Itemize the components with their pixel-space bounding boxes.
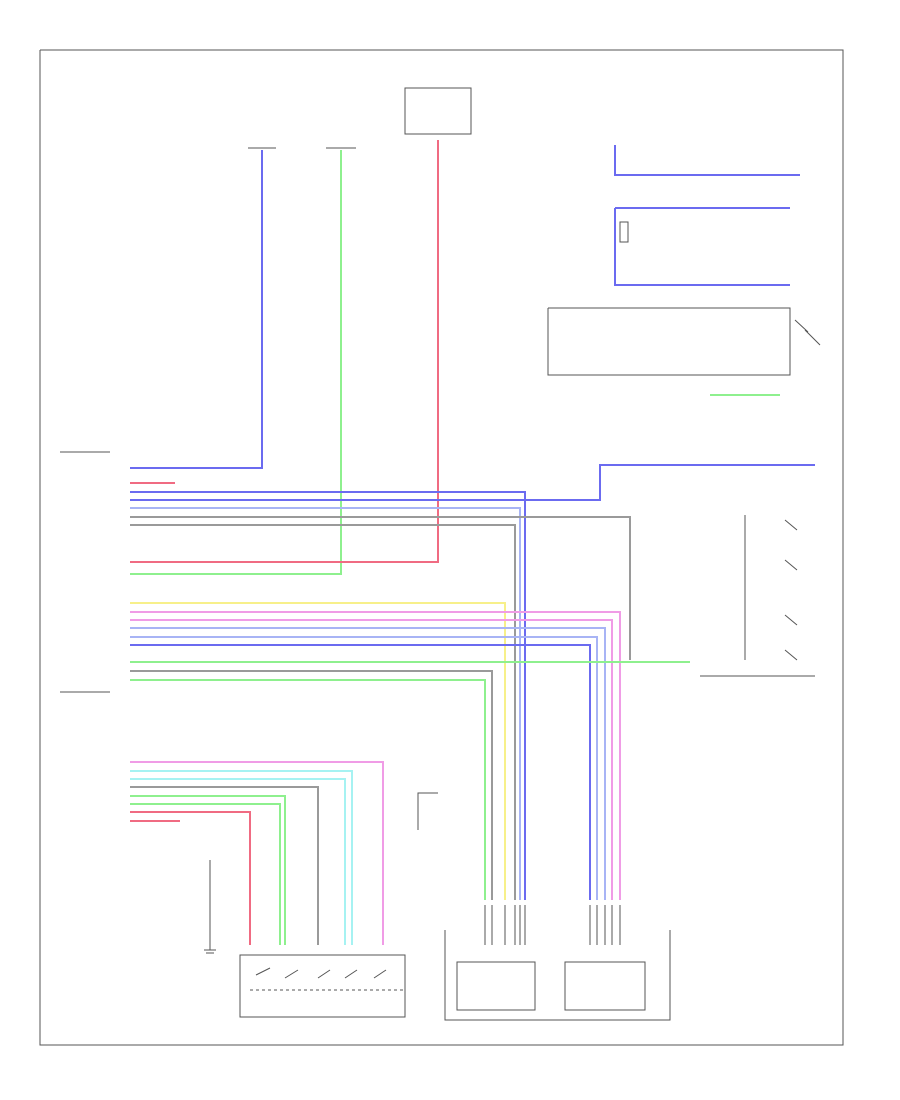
outer-frame xyxy=(39,49,844,1046)
w-ecu-gray-1 xyxy=(130,516,631,660)
w-ecu-blue-2 xyxy=(130,464,815,501)
w-top-green xyxy=(130,150,342,575)
w-right-blue-1 xyxy=(614,145,800,176)
w-ecu-blue-3 xyxy=(130,507,521,900)
w-sw-cyan-1 xyxy=(130,770,353,945)
right-loop xyxy=(547,307,791,376)
w-top-blue xyxy=(130,150,263,469)
motor-feed xyxy=(417,792,438,830)
w-sw-gray xyxy=(130,786,319,945)
w-sw-red xyxy=(130,811,251,945)
memory-switch-box xyxy=(239,954,406,1018)
w-ecu-lb-1 xyxy=(130,627,606,900)
w-ecu-lb-2 xyxy=(130,636,598,900)
frame-layer xyxy=(39,49,844,1046)
relay-box-right xyxy=(619,221,629,243)
w-ecu-pink-1 xyxy=(130,611,621,900)
w-ecu-blue-4 xyxy=(130,644,591,900)
motor-connector-pins xyxy=(484,905,621,945)
w-ecu-yellow xyxy=(130,602,506,900)
top-relay-box xyxy=(404,87,472,135)
w-ecu-blue-1 xyxy=(130,491,526,900)
w-right-blue-3 xyxy=(614,208,790,286)
w-ecu-gray-3 xyxy=(130,670,493,900)
w-sw-green-2 xyxy=(130,803,281,945)
telescopic-motor-box xyxy=(564,961,646,1011)
w-sw-green-1 xyxy=(130,795,286,945)
w-ecu-pink-2 xyxy=(130,619,613,900)
right-switch-contacts xyxy=(744,319,821,661)
motor-bracket xyxy=(444,930,671,1021)
wire-layer xyxy=(130,140,815,945)
box-layer xyxy=(239,87,646,1018)
w-ecu-green-2 xyxy=(130,679,486,900)
w-ecu-gray-2 xyxy=(130,524,516,900)
tilt-motor-box xyxy=(456,961,536,1011)
w-sw-pink xyxy=(130,761,384,945)
w-top-red xyxy=(130,140,439,563)
memory-switch-contacts xyxy=(250,967,405,991)
ground-symbol-left xyxy=(204,860,216,954)
w-sw-cyan-2 xyxy=(130,778,346,945)
